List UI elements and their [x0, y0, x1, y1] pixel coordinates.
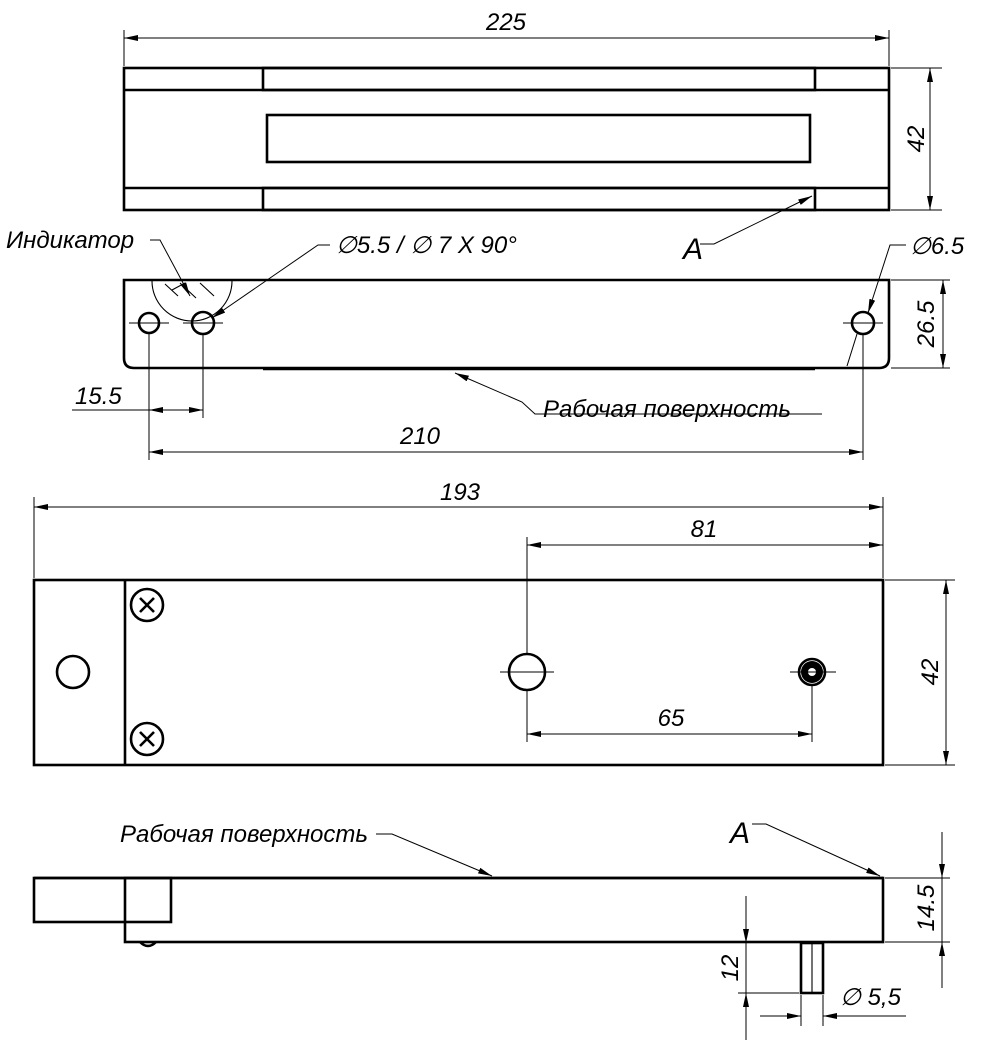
dim-12-text: 12 — [717, 955, 744, 982]
screw-bottom-cross-icon — [139, 731, 155, 747]
hole-right-label: ∅6.5 — [910, 233, 965, 260]
armature-side-view: Рабочая поверхность A 14.5 12 ∅ 5,5 — [32, 817, 950, 1040]
armature-plate-side — [123, 876, 885, 944]
leader-A-side — [752, 823, 881, 877]
armature-surface-label: Рабочая поверхность — [120, 821, 368, 848]
working-surface-label: Рабочая поверхность — [543, 396, 791, 423]
dim-65-text: 65 — [658, 705, 685, 732]
dim-14-5-text: 14.5 — [913, 884, 940, 931]
dim-81-text: 81 — [691, 516, 718, 543]
screw-top — [129, 587, 165, 623]
dim-42-armature-text: 42 — [917, 659, 944, 686]
label-A-side: A — [728, 817, 750, 850]
screw-head-bottom — [139, 941, 157, 948]
hole-right-leader-tail — [846, 333, 858, 367]
dim-225-text: 225 — [485, 9, 527, 36]
dim-42-text: 42 — [903, 126, 930, 153]
indicator-label: Индикатор — [6, 227, 134, 254]
indicator-leader — [150, 239, 191, 297]
hole-label-leader — [211, 244, 330, 319]
dim-193-text: 193 — [440, 479, 481, 506]
magnet-mounting-view: Индикатор ∅5.5 / ∅ 7 X 90° ∅6.5 26.5 15.… — [6, 227, 965, 460]
mounting-plate-outline — [122, 278, 891, 370]
label-A-top: A — [681, 233, 703, 266]
screw-bottom — [129, 721, 165, 757]
hole-right-leader — [867, 244, 906, 314]
dim-26-5-text: 26.5 — [913, 300, 940, 348]
leader-A — [700, 195, 813, 245]
surface-leader — [454, 372, 822, 415]
armature-side-hole — [55, 654, 91, 690]
armature-surface-leader — [376, 833, 493, 877]
dim-15-5-text: 15.5 — [75, 383, 122, 410]
dim-dia-5-5-text: ∅ 5,5 — [840, 984, 902, 1011]
magnet-core-slot — [265, 113, 812, 164]
dim-210-text: 210 — [399, 423, 441, 450]
armature-block-side — [32, 876, 173, 924]
armature-top-view: 193 81 65 42 — [32, 479, 955, 767]
magnet-top-plate — [261, 66, 817, 92]
magnet-top-view: 225 42 A — [122, 9, 942, 266]
hole-countersink-label: ∅5.5 / ∅ 7 X 90° — [336, 232, 517, 259]
indicator-window — [151, 280, 233, 322]
magnet-bottom-plate — [261, 186, 817, 212]
armature-plate-outline — [32, 578, 885, 767]
screw-top-cross-icon — [139, 597, 155, 613]
